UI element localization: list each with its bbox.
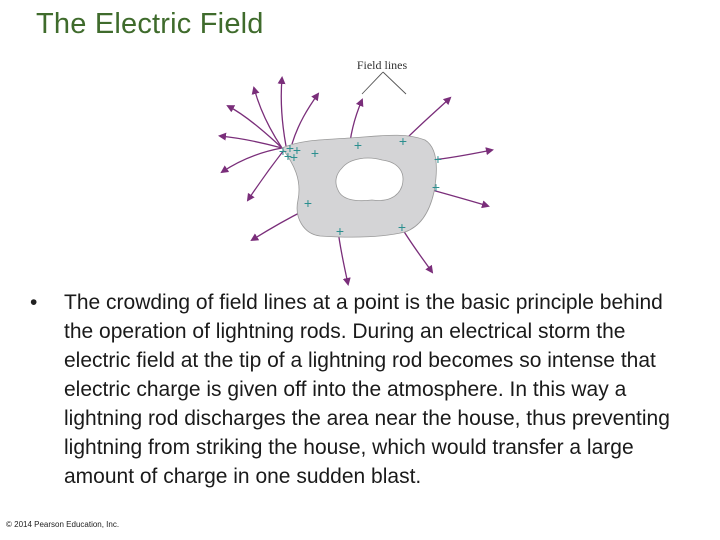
slide-title: The Electric Field [36, 8, 264, 40]
field-line [291, 92, 320, 145]
plus-charge: + [286, 140, 294, 156]
field-line [404, 96, 452, 141]
plus-charge: + [432, 179, 440, 195]
field-lines-label: Field lines [357, 58, 408, 72]
field-line [251, 86, 283, 149]
field-lines [218, 76, 494, 286]
plus-charge: + [434, 151, 442, 167]
label-pointers [361, 71, 407, 95]
conductor-diagram: Field lines + + + + + + + + + + + + + [218, 58, 494, 286]
bullet-marker: • [30, 291, 38, 314]
bullet-item: • The crowding of field lines at a point… [30, 288, 690, 491]
field-line [220, 147, 283, 174]
field-line [349, 98, 364, 143]
plus-charge: + [354, 137, 362, 153]
plus-charge: + [336, 223, 344, 239]
plus-charge: + [311, 145, 319, 161]
bullet-text: The crowding of field lines at a point i… [64, 291, 670, 488]
plus-charge: + [293, 142, 301, 158]
field-line [250, 209, 306, 242]
plus-charge: + [398, 219, 406, 235]
copyright-notice: © 2014 Pearson Education, Inc. [6, 520, 120, 529]
field-line [431, 147, 494, 161]
field-line [277, 76, 287, 147]
field-line [218, 132, 283, 149]
field-lines-figure: Field lines + + + + + + + + + + + + + [210, 50, 510, 290]
plus-charge: + [279, 143, 287, 159]
plus-charge: + [304, 195, 312, 211]
field-line [431, 189, 490, 209]
field-line [246, 149, 285, 202]
plus-charge: + [290, 149, 298, 165]
plus-charge: + [399, 133, 407, 149]
plus-charge: + [284, 148, 292, 164]
field-line [226, 105, 283, 149]
cavity [335, 157, 404, 202]
